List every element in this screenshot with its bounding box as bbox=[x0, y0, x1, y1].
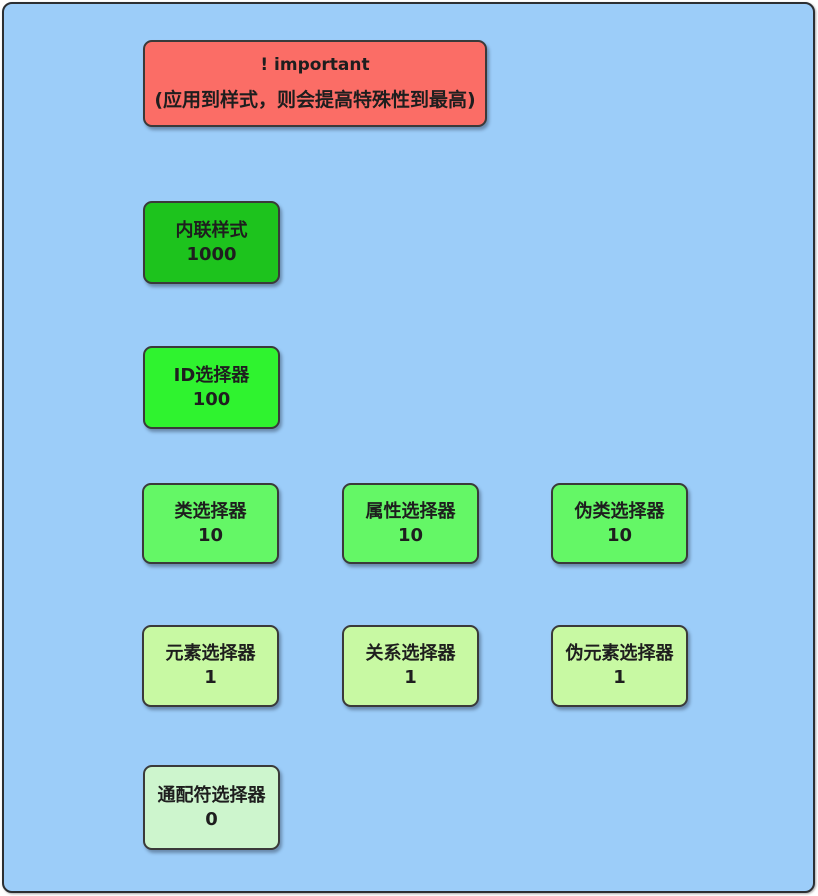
node-value: 0 bbox=[205, 808, 218, 830]
node-element-selector: 元素选择器 1 bbox=[142, 625, 279, 707]
node-value: 1 bbox=[613, 667, 626, 688]
node-label: 通配符选择器 bbox=[157, 784, 266, 806]
node-class-selector: 类选择器 10 bbox=[142, 483, 279, 564]
node-id-selector: ID选择器 100 bbox=[143, 346, 280, 429]
important-note: (应用到样式，则会提高特殊性到最高) bbox=[154, 89, 476, 112]
node-inline-style: 内联样式 1000 bbox=[143, 201, 280, 284]
node-label: 元素选择器 bbox=[165, 643, 256, 664]
node-label: 属性选择器 bbox=[365, 500, 456, 522]
node-pseudo-class-selector: 伪类选择器 10 bbox=[551, 483, 688, 564]
node-label: 内联样式 bbox=[175, 219, 248, 241]
node-label: 关系选择器 bbox=[365, 643, 456, 664]
node-attribute-selector: 属性选择器 10 bbox=[342, 483, 479, 564]
node-value: 1 bbox=[204, 667, 217, 688]
important-title: ! important bbox=[260, 54, 370, 75]
node-value: 1000 bbox=[186, 243, 237, 265]
node-label: ID选择器 bbox=[173, 364, 250, 386]
node-label: 伪元素选择器 bbox=[565, 643, 674, 664]
node-value: 100 bbox=[192, 388, 231, 410]
node-value: 10 bbox=[397, 524, 424, 546]
node-value: 10 bbox=[197, 524, 224, 546]
node-label: 伪类选择器 bbox=[574, 500, 665, 522]
node-relational-selector: 关系选择器 1 bbox=[342, 625, 479, 707]
node-value: 10 bbox=[606, 524, 633, 546]
node-universal-selector: 通配符选择器 0 bbox=[143, 765, 280, 850]
node-pseudo-element-selector: 伪元素选择器 1 bbox=[551, 625, 688, 707]
node-label: 类选择器 bbox=[174, 500, 247, 522]
node-important: ! important (应用到样式，则会提高特殊性到最高) bbox=[143, 40, 487, 127]
node-value: 1 bbox=[404, 667, 417, 688]
